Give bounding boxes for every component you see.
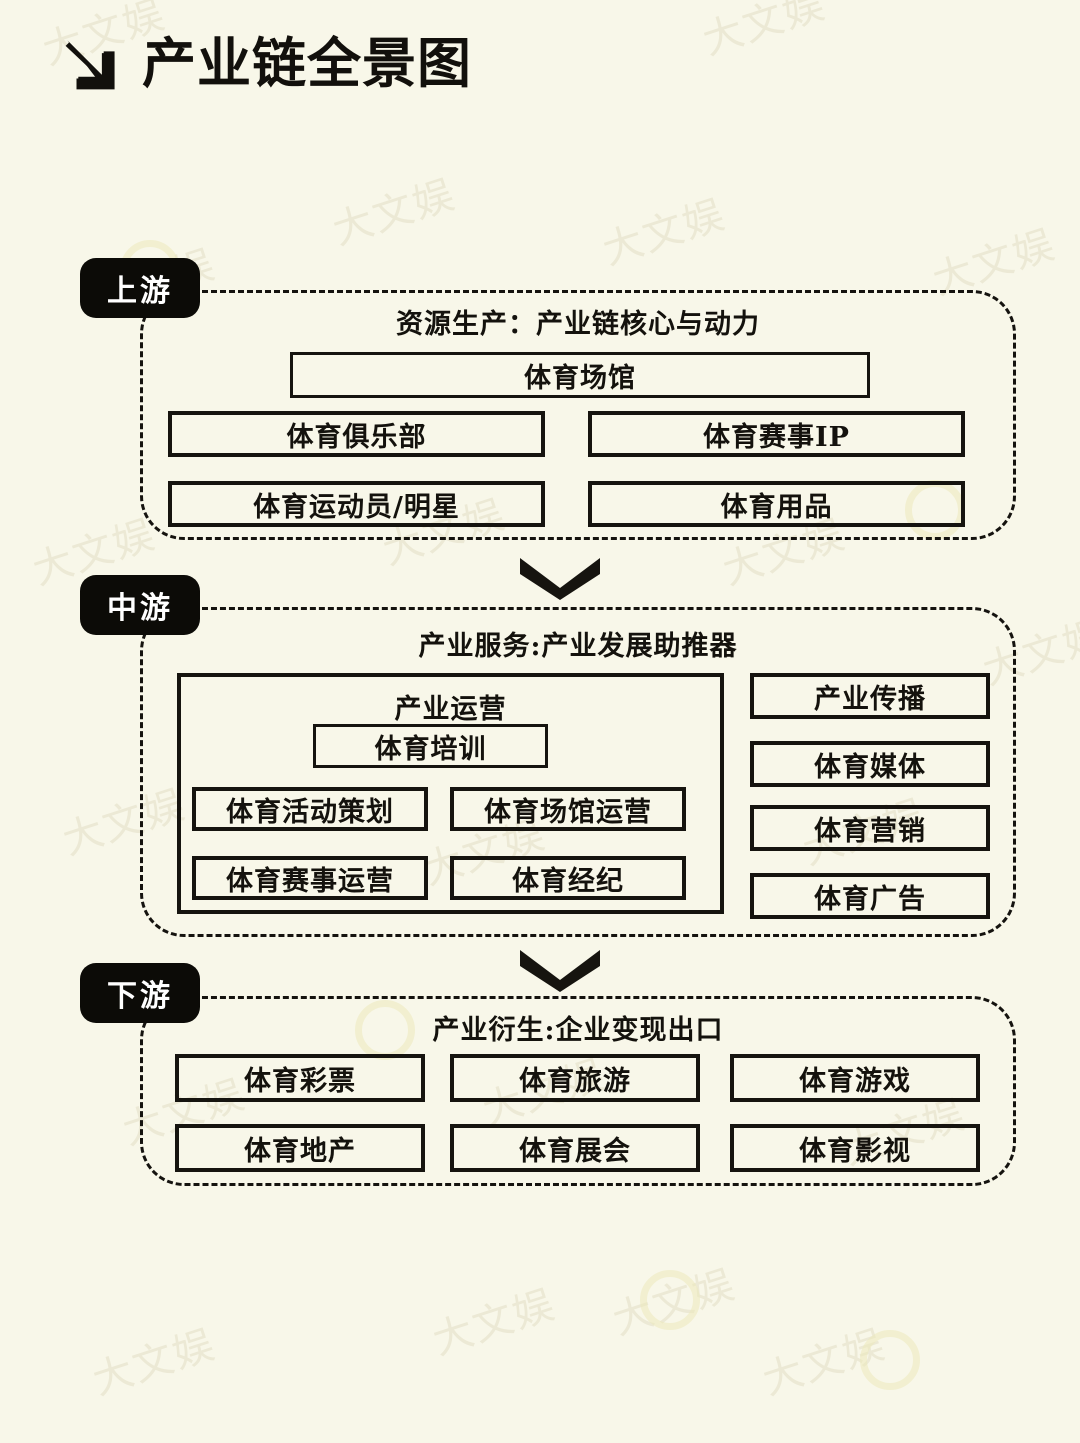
page-title: 产业链全景图 <box>142 32 472 95</box>
down-box-real-estate[interactable]: 体育地产 <box>175 1124 425 1172</box>
down-box-expo[interactable]: 体育展会 <box>450 1124 700 1172</box>
downstream-container <box>140 996 1016 1186</box>
upstream-box-athlete[interactable]: 体育运动员/明星 <box>168 481 545 527</box>
industry-operations-label: 产业运营 <box>394 694 507 725</box>
upstream-box-venue[interactable]: 体育场馆 <box>290 352 870 398</box>
midstream-container <box>140 607 1016 937</box>
chevron-down-icon-2 <box>520 950 600 992</box>
mid-box-event-planning[interactable]: 体育活动策划 <box>192 787 428 831</box>
mid-side-box-advertising[interactable]: 体育广告 <box>750 873 990 919</box>
mid-side-box-media[interactable]: 体育媒体 <box>750 741 990 787</box>
chevron-down-icon-1 <box>520 558 600 600</box>
upstream-container <box>140 290 1016 540</box>
down-box-tourism[interactable]: 体育旅游 <box>450 1054 700 1102</box>
down-box-lottery[interactable]: 体育彩票 <box>175 1054 425 1102</box>
stage-badge-downstream: 下游 <box>80 963 200 1023</box>
arrow-down-right-icon <box>65 40 115 90</box>
downstream-heading: 产业衍生:企业变现出口 <box>432 1015 724 1046</box>
midstream-heading: 产业服务:产业发展助推器 <box>418 631 738 662</box>
upstream-box-goods[interactable]: 体育用品 <box>588 481 965 527</box>
stage-badge-upstream: 上游 <box>80 258 200 318</box>
mid-box-training[interactable]: 体育培训 <box>313 724 548 768</box>
down-box-film-tv[interactable]: 体育影视 <box>730 1124 980 1172</box>
upstream-heading: 资源生产：产业链核心与动力 <box>396 309 760 340</box>
industry-operations-group: 产业运营 <box>177 673 724 914</box>
upstream-box-club[interactable]: 体育俱乐部 <box>168 411 545 457</box>
mid-box-competition-operation[interactable]: 体育赛事运营 <box>192 856 428 900</box>
mid-box-venue-operation[interactable]: 体育场馆运营 <box>450 787 686 831</box>
down-box-games[interactable]: 体育游戏 <box>730 1054 980 1102</box>
stage-badge-midstream: 中游 <box>80 575 200 635</box>
page-header: 产业链全景图 <box>62 35 472 93</box>
mid-side-box-communication[interactable]: 产业传播 <box>750 673 990 719</box>
upstream-box-event-ip[interactable]: 体育赛事IP <box>588 411 965 457</box>
mid-box-brokerage[interactable]: 体育经纪 <box>450 856 686 900</box>
mid-side-box-marketing[interactable]: 体育营销 <box>750 805 990 851</box>
